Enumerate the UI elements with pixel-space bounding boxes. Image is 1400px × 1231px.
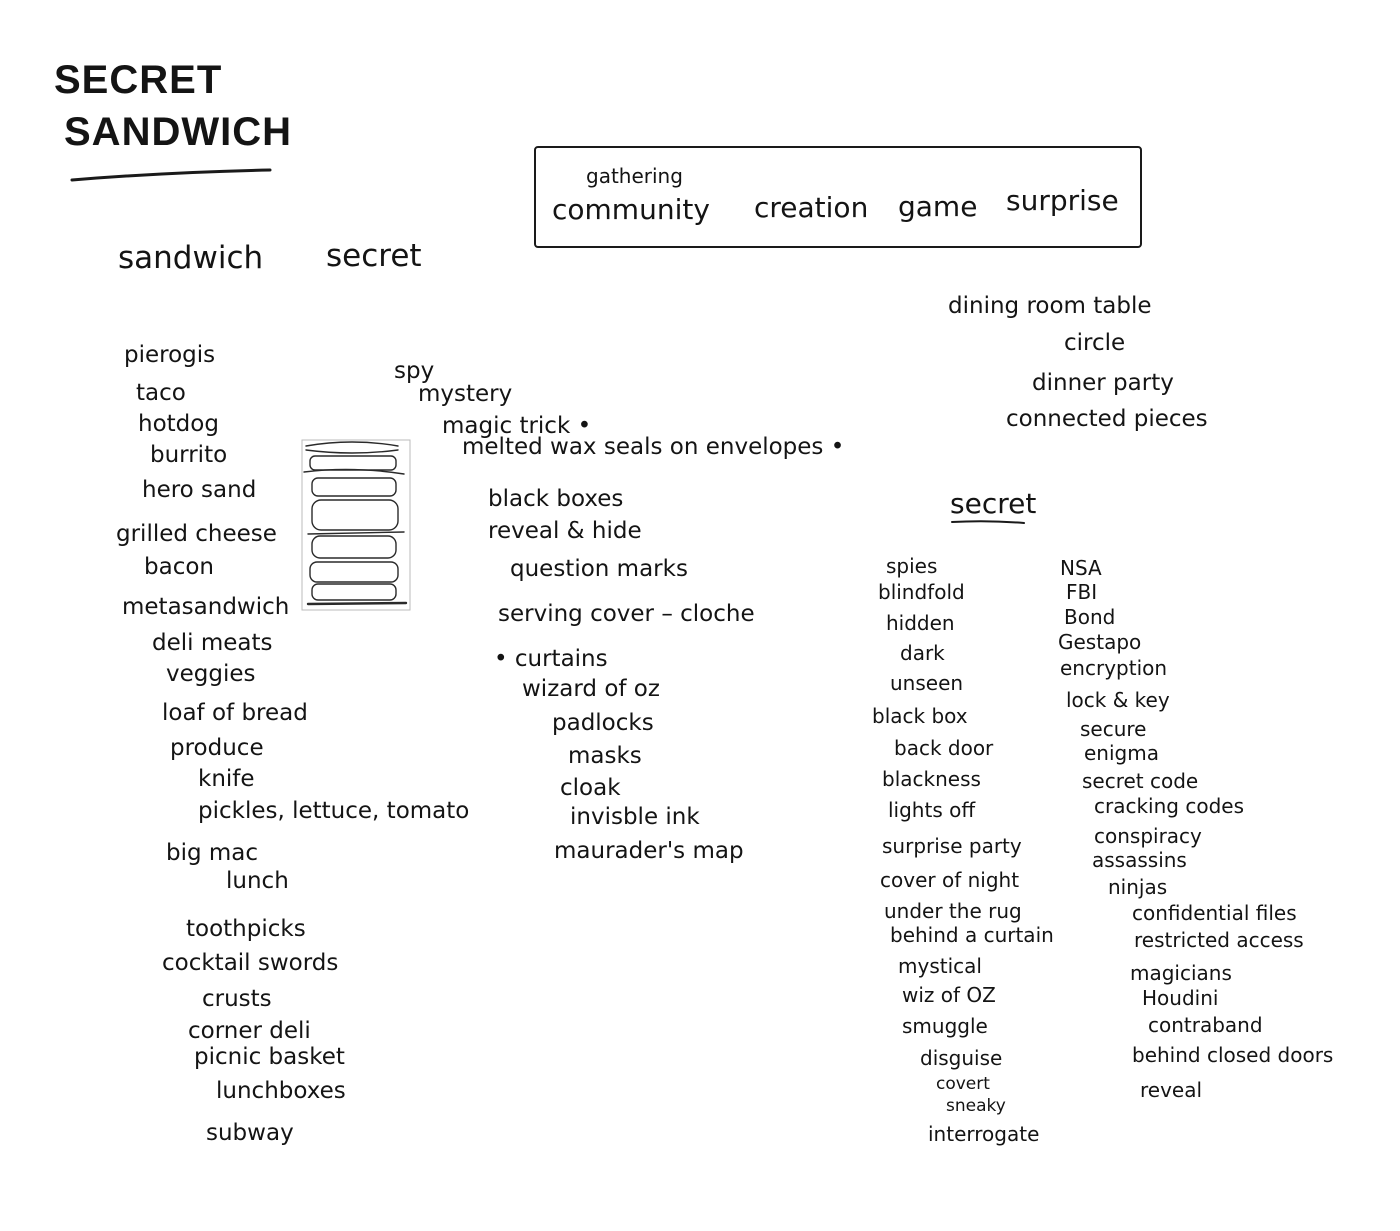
sandwich-item: lunchboxes (216, 1078, 346, 1104)
secret-word-b: lock & key (1066, 688, 1170, 712)
secret-word-b: Houdini (1142, 986, 1219, 1010)
themes-box (534, 146, 1142, 248)
secret-word-a: sneaky (946, 1096, 1006, 1116)
secret-word-b: reveal (1140, 1078, 1203, 1102)
secret-item: serving cover – cloche (498, 601, 755, 627)
secret-word-a: smuggle (902, 1014, 988, 1038)
sandwich-item: picnic basket (194, 1044, 345, 1070)
sandwich-item: corner deli (188, 1018, 311, 1044)
secret-word-b: contraband (1148, 1013, 1263, 1037)
sandwich-item: pickles, lettuce, tomato (198, 798, 470, 824)
sandwich-item: metasandwich (122, 594, 290, 620)
sandwich-item: knife (198, 766, 255, 792)
secret-word-b: secret code (1082, 769, 1199, 793)
sandwich-item: crusts (202, 986, 272, 1012)
secret-word-a: mystical (898, 954, 982, 978)
secret-item: melted wax seals on envelopes • (462, 434, 845, 460)
sandwich-item: lunch (226, 868, 289, 894)
secret-word-b: ninjas (1108, 875, 1168, 899)
secret-word-a: dark (900, 641, 945, 665)
sandwich-item: bacon (144, 554, 214, 580)
heading-sandwich: sandwich (118, 240, 264, 276)
secret-item: magic trick • (442, 413, 592, 439)
sandwich-item: burrito (150, 442, 228, 468)
secret-word-a: blindfold (878, 580, 965, 604)
secret-word-a: behind a curtain (890, 923, 1054, 947)
sandwich-item: grilled cheese (116, 521, 277, 547)
gathering-item: connected pieces (1006, 406, 1208, 432)
secret-item: reveal & hide (488, 518, 642, 544)
sandwich-item: taco (136, 380, 186, 406)
theme-surprise: surprise (1006, 184, 1119, 217)
gathering-item: circle (1064, 330, 1126, 356)
secret-item: • curtains (494, 646, 608, 672)
secret-word-a: lights off (888, 798, 976, 822)
sandwich-item: hero sand (142, 477, 257, 503)
secret-item: masks (568, 743, 642, 769)
secret-item: spy (394, 358, 435, 384)
secret-item: mystery (418, 381, 513, 407)
sandwich-item: hotdog (138, 411, 219, 437)
gathering-item: dining room table (948, 293, 1152, 319)
sandwich-item: pierogis (124, 342, 216, 368)
secret-word-a: wiz of OZ (902, 983, 996, 1007)
sandwich-item: produce (170, 735, 264, 761)
theme-community: community (552, 193, 710, 226)
secret-item: padlocks (552, 710, 654, 736)
secret-item: wizard of oz (522, 676, 660, 702)
theme-game: game (898, 190, 978, 223)
page-title-line-2: SANDWICH (64, 110, 292, 154)
secret-word-a: interrogate (928, 1122, 1040, 1146)
secret-word-b: restricted access (1134, 928, 1304, 952)
secret-word-a: surprise party (882, 834, 1022, 858)
secret-word-a: disguise (920, 1046, 1003, 1070)
page-title-line-1: SECRET (54, 58, 223, 102)
gathering-item: dinner party (1032, 370, 1174, 396)
theme-creation: creation (754, 191, 869, 224)
secret-word-a: unseen (890, 671, 964, 695)
secret-word-b: secure (1080, 717, 1147, 741)
secret-word-a: back door (894, 736, 994, 760)
secret-word-b: assassins (1092, 848, 1187, 872)
secret-word-b: FBI (1066, 580, 1098, 604)
secret-word-a: under the rug (884, 899, 1022, 923)
secret-word-a: spies (886, 554, 938, 578)
secret-item: invisble ink (570, 804, 700, 830)
sandwich-item: veggies (166, 661, 256, 687)
secret-word-a: black box (872, 704, 968, 728)
secret-item: question marks (510, 556, 688, 582)
secret-word-b: encryption (1060, 656, 1168, 680)
theme-gathering: gathering (586, 164, 683, 188)
sandwich-item: loaf of bread (162, 700, 308, 726)
secret-word-b: enigma (1084, 741, 1159, 765)
sandwich-item: deli meats (152, 630, 273, 656)
secret-word-a: hidden (886, 611, 955, 635)
secret-word-b: Gestapo (1058, 630, 1142, 654)
sandwich-item: subway (206, 1120, 294, 1146)
secret-word-b: magicians (1130, 961, 1232, 985)
secret-word-b: conspiracy (1094, 824, 1202, 848)
secret-item: cloak (560, 775, 621, 801)
secret-word-b: NSA (1060, 556, 1102, 580)
secret-word-a: cover of night (880, 868, 1020, 892)
secret-word-b: confidential files (1132, 901, 1297, 925)
secret-item: maurader's map (554, 838, 744, 864)
secret-word-a: covert (936, 1074, 990, 1094)
sandwich-item: big mac (166, 840, 259, 866)
secret-word-a: blackness (882, 767, 981, 791)
secret-underline (951, 520, 1025, 524)
secret-word-b: Bond (1064, 605, 1116, 629)
stacked-sandwich-sketch (301, 439, 411, 611)
sandwich-item: toothpicks (186, 916, 306, 942)
heading-secret-right: secret (950, 487, 1037, 520)
title-underline (70, 168, 272, 182)
secret-word-b: behind closed doors (1132, 1043, 1334, 1067)
secret-item: black boxes (488, 486, 624, 512)
heading-secret: secret (326, 238, 422, 274)
sandwich-item: cocktail swords (162, 950, 339, 976)
secret-word-b: cracking codes (1094, 794, 1244, 818)
